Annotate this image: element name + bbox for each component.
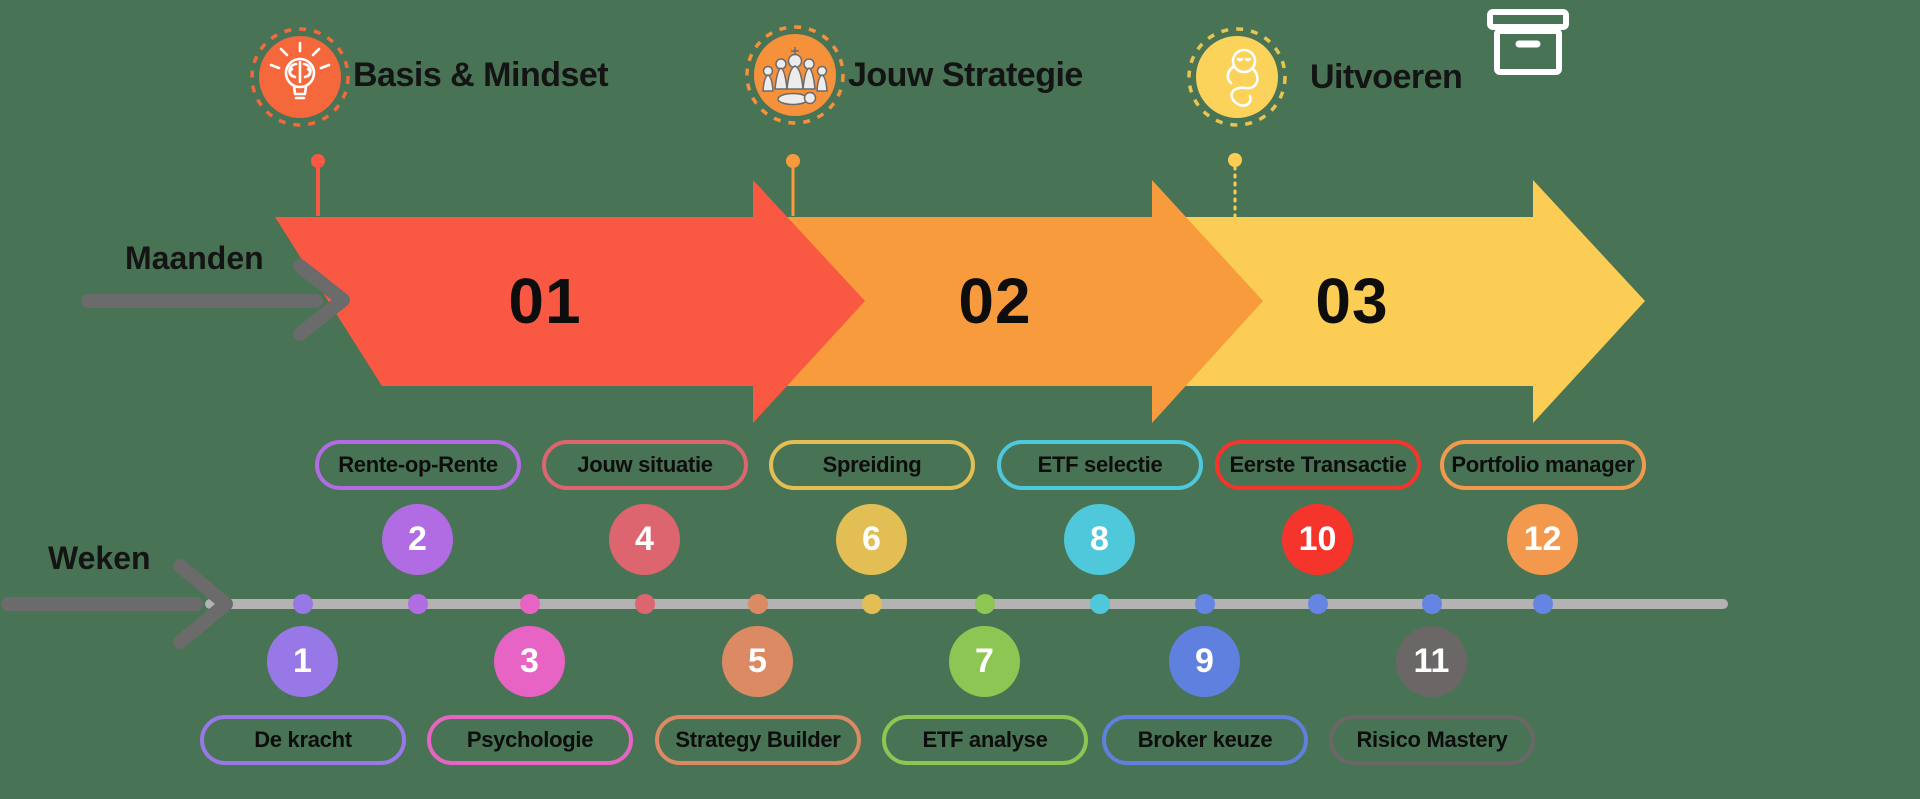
weeks-axis-arrow — [1, 559, 233, 649]
week-circle-2: 2 — [382, 504, 453, 575]
week-dot-12 — [1533, 594, 1553, 614]
week-dot-5 — [748, 594, 768, 614]
week-circle-5: 5 — [722, 626, 793, 697]
week-dot-2 — [408, 594, 428, 614]
week-label-pill-2: Rente-op-Rente — [315, 440, 521, 490]
week-circle-8: 8 — [1064, 504, 1135, 575]
phase-arrow-01 — [275, 180, 865, 423]
week-label-pill-12: Portfolio manager — [1440, 440, 1646, 490]
week-circle-12: 12 — [1507, 504, 1578, 575]
week-dot-1 — [293, 594, 313, 614]
week-number: 1 — [293, 642, 312, 680]
week-number: 8 — [1090, 520, 1109, 558]
phase-arrow-03 — [1152, 180, 1645, 423]
week-label: De kracht — [254, 727, 352, 752]
months-axis-arrow — [81, 259, 350, 341]
week-label-pill-5: Strategy Builder — [655, 715, 861, 765]
week-dot-3 — [520, 594, 540, 614]
week-label: Eerste Transactie — [1229, 452, 1407, 477]
week-number: 9 — [1195, 642, 1214, 680]
week-label: Risico Mastery — [1356, 727, 1508, 752]
phase-title-2: Jouw Strategie — [848, 56, 1083, 94]
week-dot-11 — [1422, 594, 1442, 614]
lightbulb-brain-icon — [250, 27, 350, 127]
week-number: 3 — [520, 642, 539, 680]
archive-box-icon — [1487, 9, 1569, 75]
phase-marker-3 — [1228, 153, 1242, 218]
week-label-pill-7: ETF analyse — [882, 715, 1088, 765]
week-circle-1: 1 — [267, 626, 338, 697]
week-label-pill-11: Risico Mastery — [1329, 715, 1535, 765]
week-number: 6 — [862, 520, 881, 558]
week-circle-6: 6 — [836, 504, 907, 575]
phase-number-03: 03 — [1315, 265, 1389, 337]
week-label: Strategy Builder — [675, 727, 841, 752]
week-label: Portfolio manager — [1451, 452, 1635, 477]
week-number: 12 — [1523, 520, 1562, 558]
phase-arrow-02 — [753, 180, 1263, 423]
week-label: Broker keuze — [1137, 727, 1273, 752]
week-circle-10: 10 — [1282, 504, 1353, 575]
week-circle-9: 9 — [1169, 626, 1240, 697]
week-label: Spreiding — [822, 452, 922, 477]
phase-number-01: 01 — [508, 265, 582, 337]
week-label-pill-1: De kracht — [200, 715, 406, 765]
week-dot-10 — [1308, 594, 1328, 614]
week-circle-11: 11 — [1396, 626, 1467, 697]
months-axis-label: Maanden — [125, 240, 264, 276]
week-number: 10 — [1298, 520, 1337, 558]
week-label-pill-4: Jouw situatie — [542, 440, 748, 490]
week-dot-4 — [635, 594, 655, 614]
week-number: 4 — [635, 520, 654, 558]
phase-title-3: Uitvoeren — [1310, 58, 1463, 96]
week-number: 11 — [1413, 642, 1450, 680]
week-label: Jouw situatie — [577, 452, 713, 477]
week-number: 5 — [748, 642, 767, 680]
week-dot-7 — [975, 594, 995, 614]
week-label: Psychologie — [466, 727, 594, 752]
phase-number-02: 02 — [958, 265, 1032, 337]
week-label-pill-9: Broker keuze — [1102, 715, 1308, 765]
week-number: 7 — [975, 642, 994, 680]
week-circle-7: 7 — [949, 626, 1020, 697]
week-label-pill-8: ETF selectie — [997, 440, 1203, 490]
week-label: Rente-op-Rente — [338, 452, 498, 477]
week-label-pill-6: Spreiding — [769, 440, 975, 490]
week-dot-6 — [862, 594, 882, 614]
week-dot-9 — [1195, 594, 1215, 614]
phase-title-1: Basis & Mindset — [353, 56, 609, 94]
weeks-axis-label: Weken — [48, 540, 151, 576]
week-label: ETF analyse — [922, 727, 1048, 752]
week-circle-4: 4 — [609, 504, 680, 575]
phase-marker-2 — [786, 154, 800, 216]
week-label-pill-3: Psychologie — [427, 715, 633, 765]
week-dot-8 — [1090, 594, 1110, 614]
week-number: 2 — [408, 520, 427, 558]
week-label-pill-10: Eerste Transactie — [1215, 440, 1421, 490]
week-circle-3: 3 — [494, 626, 565, 697]
relaxed-person-icon — [1187, 27, 1287, 127]
chess-pieces-icon — [745, 25, 845, 125]
week-label: ETF selectie — [1037, 452, 1163, 477]
phase-marker-1 — [311, 154, 325, 216]
